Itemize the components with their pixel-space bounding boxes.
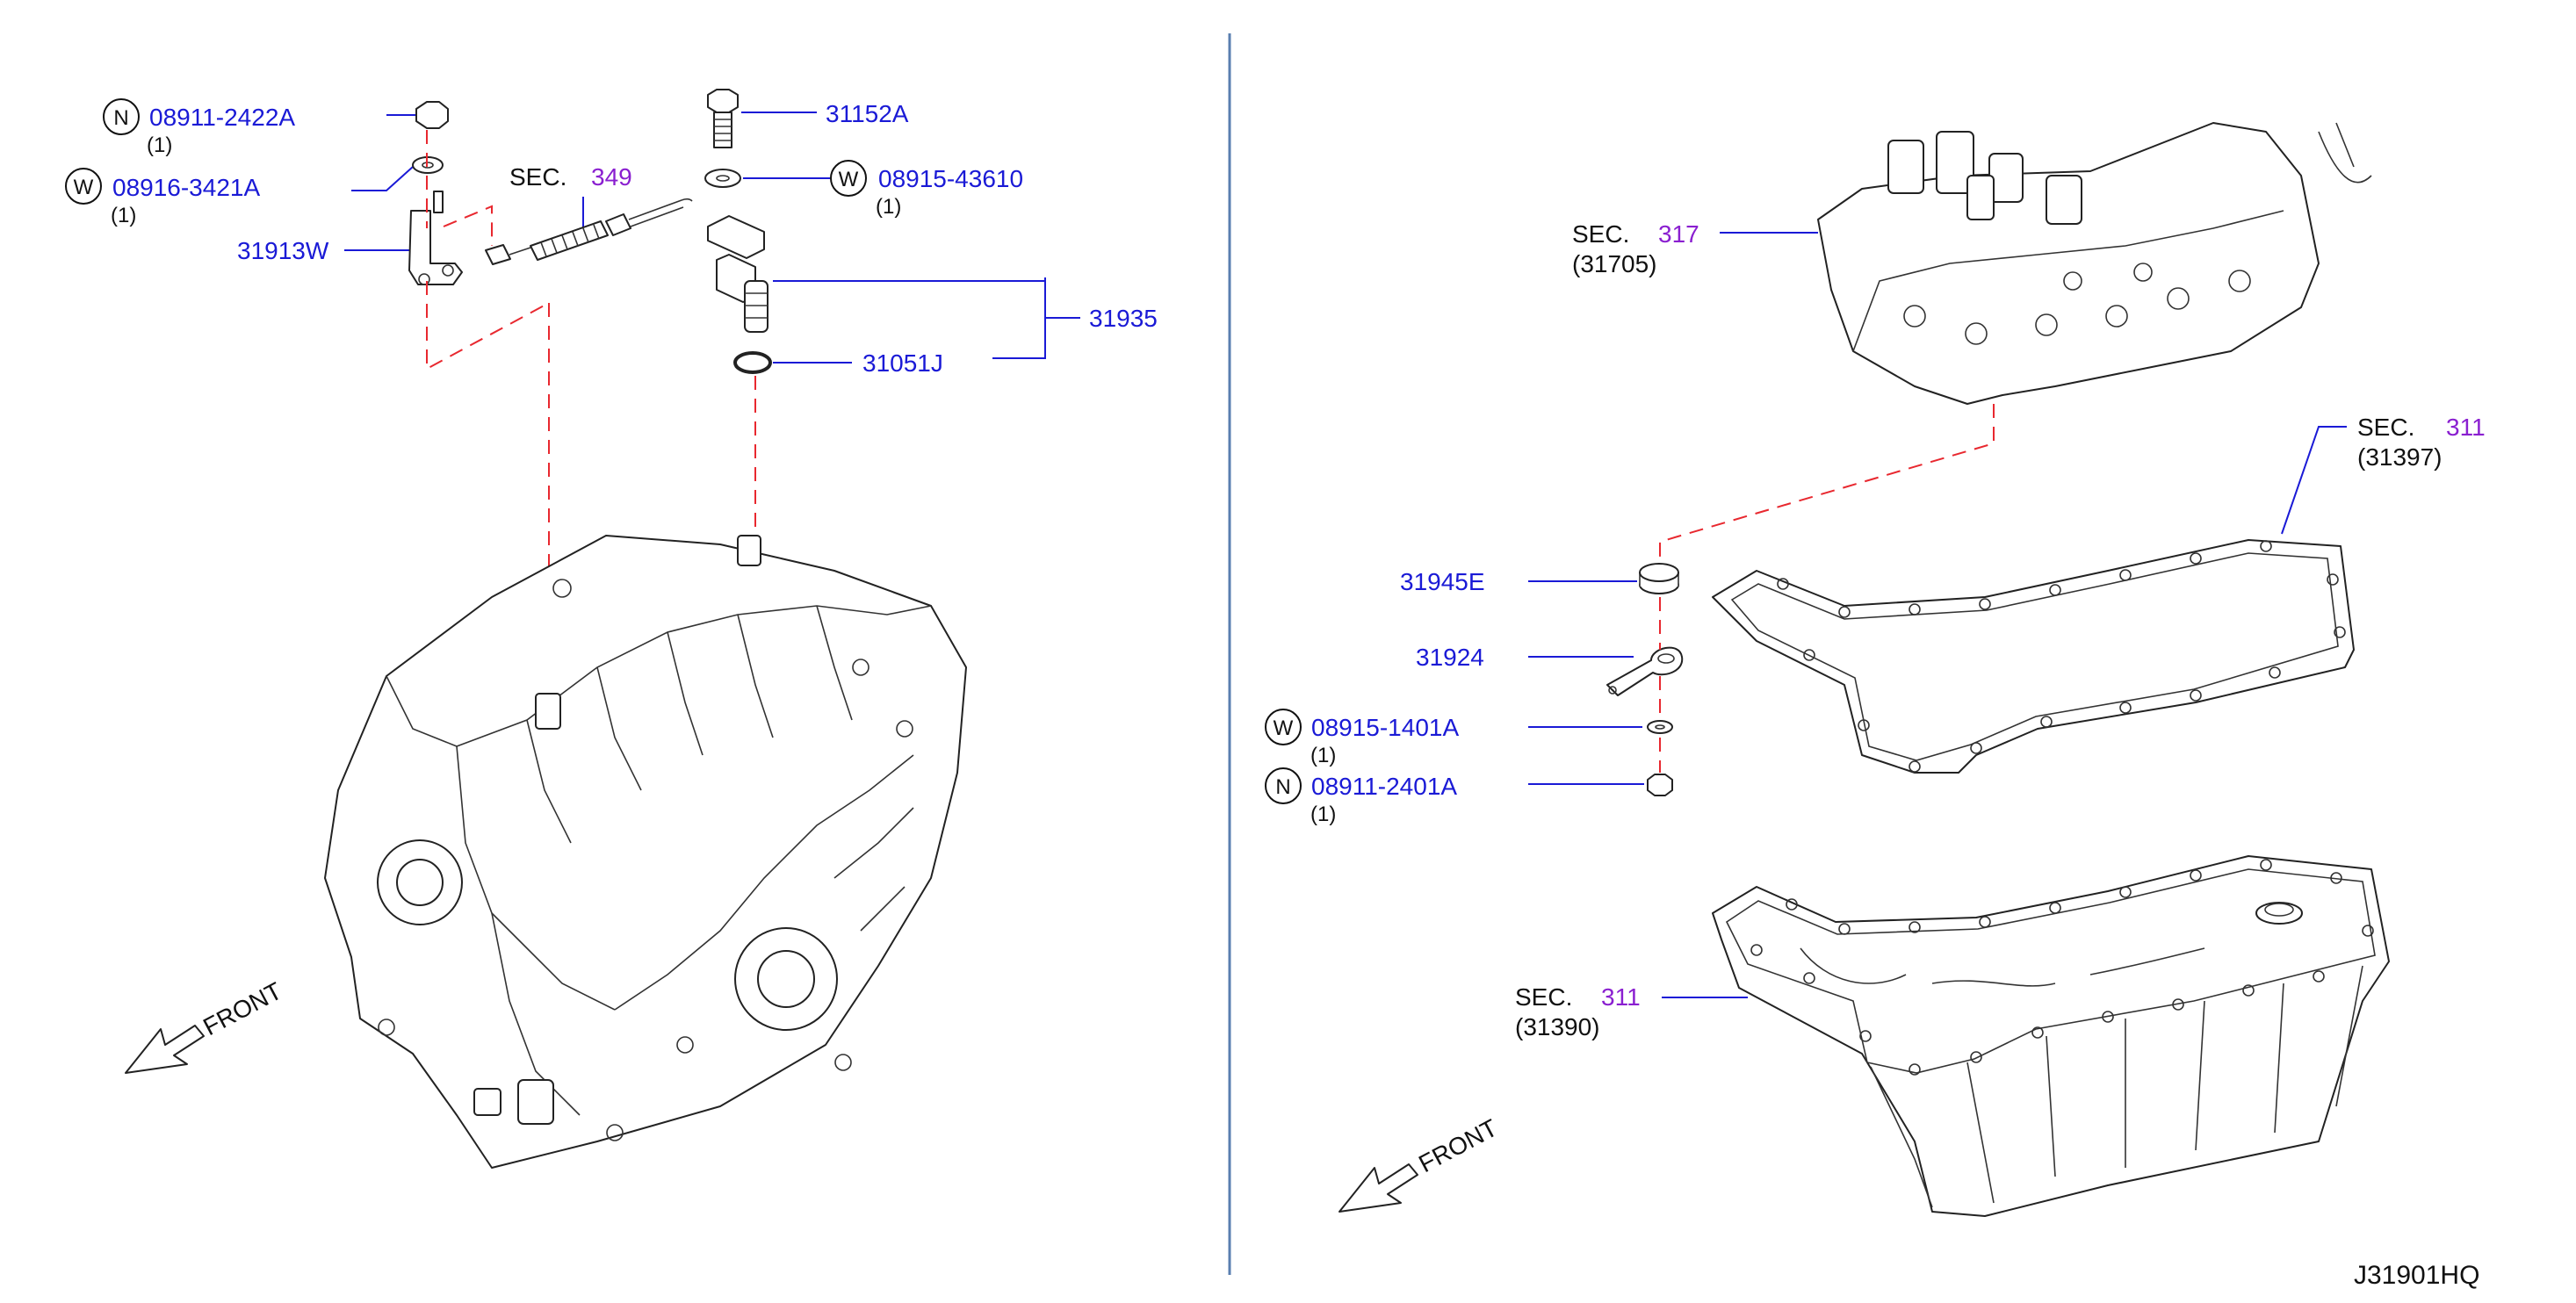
sec-311-gasket-ref: (31397) xyxy=(2357,443,2443,471)
magnet-part-number[interactable]: 31945E xyxy=(1400,568,1485,595)
nut-part-number[interactable]: 08911-2422A xyxy=(149,104,295,131)
washer-part-number[interactable]: 08916-3421A xyxy=(112,174,260,201)
sensor-part[interactable]: 31935 xyxy=(707,215,1158,359)
sec-311-pan-word: SEC. xyxy=(1515,983,1572,1011)
washer2-icon xyxy=(704,169,741,188)
control-valve-body xyxy=(1817,122,2372,405)
bracket-icon xyxy=(408,210,463,285)
sec-311-pan-callout[interactable]: SEC. 311 (31390) xyxy=(1515,983,1748,1040)
sec-317-word: SEC. xyxy=(1572,220,1629,248)
clip-part-number[interactable]: 31924 xyxy=(1416,644,1484,671)
washer-right-part-number[interactable]: 08915-1401A xyxy=(1311,714,1459,741)
w-badge-icon-3 xyxy=(1265,709,1302,745)
washer-part-left[interactable]: W 08916-3421A (1) xyxy=(65,156,444,227)
bracket-part[interactable]: 31913W xyxy=(237,191,463,285)
front-indicator-right: FRONT xyxy=(1339,1114,1502,1213)
bolt-part-number[interactable]: 31152A xyxy=(826,100,909,127)
n-badge-icon xyxy=(103,98,140,135)
washer-right-prefix: W xyxy=(1274,716,1294,740)
washer-qty: (1) xyxy=(111,204,136,227)
hex-nut-icon xyxy=(415,101,449,129)
washer-prefix: W xyxy=(74,176,94,199)
oring-part-number[interactable]: 31051J xyxy=(862,349,943,377)
nut-right-prefix: N xyxy=(1275,775,1290,799)
oil-pan-gasket xyxy=(1712,539,2355,774)
sec-311-pan-ref: (31390) xyxy=(1515,1013,1600,1040)
assembly-lines-right xyxy=(1659,404,1995,773)
sec-317-ref: (31705) xyxy=(1572,250,1657,277)
washer2-part[interactable]: W 08915-43610 (1) xyxy=(704,160,1023,219)
front-arrow-icon xyxy=(125,1025,205,1074)
oil-pan xyxy=(1712,855,2390,1217)
washer2-qty: (1) xyxy=(876,195,901,219)
n-badge-icon-2 xyxy=(1265,767,1302,804)
washer-right-icon xyxy=(1647,720,1673,734)
w-badge-icon-2 xyxy=(830,160,867,197)
nut-right-qty: (1) xyxy=(1310,803,1336,826)
hex-nut-right-icon xyxy=(1647,774,1673,796)
sec-311-gasket-callout[interactable]: SEC. 311 (31397) xyxy=(2281,414,2486,535)
transaxle-assembly xyxy=(324,535,967,1169)
clip-icon xyxy=(1606,646,1684,696)
w-badge-icon xyxy=(65,168,102,205)
diagram-code: J31901HQ xyxy=(2354,1261,2479,1290)
sec-317-callout[interactable]: SEC. 317 (31705) xyxy=(1572,220,1818,277)
sec-349-callout[interactable]: SEC. 349 xyxy=(485,163,693,265)
nut-qty: (1) xyxy=(147,133,172,157)
bolt-icon xyxy=(707,89,739,148)
front-label-left: FRONT xyxy=(198,977,286,1041)
nut-part-left[interactable]: N 08911-2422A (1) xyxy=(103,98,449,157)
sec-349-word: SEC. xyxy=(509,163,566,191)
washer-right-qty: (1) xyxy=(1310,744,1336,767)
nut-right-part-number[interactable]: 08911-2401A xyxy=(1311,773,1457,800)
bracket-part-number[interactable]: 31913W xyxy=(237,237,329,264)
washer2-prefix: W xyxy=(839,168,859,191)
front-indicator-left: FRONT xyxy=(125,977,286,1074)
sensor-part-number[interactable]: 31935 xyxy=(1089,305,1158,332)
sensor-icon xyxy=(707,215,768,333)
oring-icon xyxy=(733,351,772,374)
magnet-icon xyxy=(1639,563,1679,594)
washer2-part-number[interactable]: 08915-43610 xyxy=(878,165,1023,192)
nut-prefix: N xyxy=(113,106,128,130)
sec-311-gasket-number[interactable]: 311 xyxy=(2446,414,2486,441)
magnet-part[interactable]: 31945E xyxy=(1400,563,1679,595)
nut-part-right[interactable]: N 08911-2401A (1) xyxy=(1265,767,1673,826)
front-arrow-right-icon xyxy=(1339,1163,1418,1213)
sec-317-number[interactable]: 317 xyxy=(1658,220,1699,248)
sec-311-gasket-word: SEC. xyxy=(2357,414,2414,441)
bolt-part[interactable]: 31152A xyxy=(707,89,909,148)
clip-part[interactable]: 31924 xyxy=(1416,644,1684,696)
sec-311-pan-number[interactable]: 311 xyxy=(1601,983,1641,1011)
sec-349-number[interactable]: 349 xyxy=(591,163,632,191)
cable-icon xyxy=(485,198,693,265)
washer-part-right[interactable]: W 08915-1401A (1) xyxy=(1265,709,1673,767)
oring-part[interactable]: 31051J xyxy=(733,349,943,377)
front-label-right: FRONT xyxy=(1414,1114,1502,1178)
